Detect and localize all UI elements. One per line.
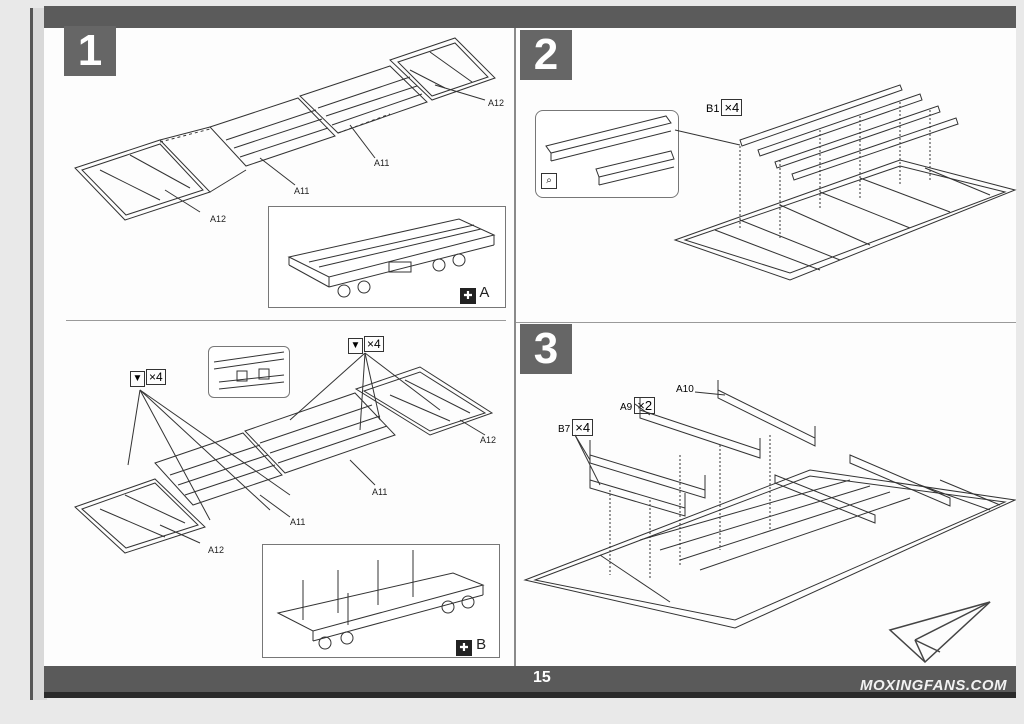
frame-section-left — [209, 97, 336, 167]
rail-4 — [791, 117, 959, 181]
a9-part-label: A9 — [620, 402, 633, 413]
frame-end-piece-right — [389, 37, 496, 101]
variant-a-marker: ✚ A — [460, 284, 489, 304]
magnifier-icon: ⌕ — [541, 173, 557, 189]
step1-top-frame-diagram: A12 A11 A11 A12 — [74, 37, 504, 224]
step-number-2: 2 — [520, 30, 572, 80]
b-frame-section-right — [244, 392, 396, 474]
glue-callout-right: ▼×4 — [348, 336, 384, 354]
rail-1 — [739, 84, 903, 147]
assembly-option-icon: ✚ — [456, 640, 472, 656]
variant-b-letter: B — [476, 636, 487, 653]
step-number-3: 3 — [520, 324, 572, 374]
step3-diagram — [523, 380, 1016, 629]
rail-3 — [774, 105, 941, 169]
page-number: 15 — [533, 669, 551, 686]
b-frame-end-left — [74, 478, 206, 554]
b1-profile-drawing — [545, 115, 675, 186]
a9-bracket — [639, 409, 761, 459]
variant-b-marker: ✚ B — [456, 636, 486, 656]
glue-multiplier-right: ×4 — [364, 336, 384, 352]
b-label-a12-left: A12 — [208, 545, 224, 555]
glue-callout-left: ▼×4 — [130, 369, 166, 387]
label-a12-right: A12 — [488, 98, 504, 108]
booklet-spine-edge — [30, 8, 47, 700]
a9-multiplier: ×2 — [634, 397, 656, 414]
frame-section-right — [299, 65, 428, 134]
assembly-option-icon: ✚ — [460, 288, 476, 304]
bottom-edge-shadow — [44, 692, 1016, 698]
vertical-divider — [514, 28, 516, 666]
b7-part-label: B7 — [558, 424, 571, 435]
b-label-a12-right: A12 — [480, 435, 496, 445]
b-label-a11-left: A11 — [290, 517, 305, 527]
paper-plane-logo-icon — [888, 601, 991, 664]
glue-multiplier-left: ×4 — [146, 369, 166, 385]
glue-icon: ▼ — [348, 338, 363, 354]
joint-detail-drawing — [213, 351, 285, 390]
variant-a-letter: A — [479, 284, 490, 301]
top-band — [44, 6, 1016, 28]
b1-multiplier: ×4 — [721, 99, 743, 116]
right-horizontal-divider — [516, 322, 1016, 323]
watermark-text: MOXINGFANS.COM — [860, 677, 1008, 694]
frame-end-piece-left — [74, 139, 211, 221]
label-a11-left: A11 — [294, 186, 309, 196]
a9-callout: A9×2 — [620, 397, 656, 414]
a10-part-label: A10 — [676, 384, 694, 395]
label-a12-left: A12 — [210, 214, 226, 224]
b7-bracket-lower — [589, 479, 686, 517]
b1-callout: B1×4 — [706, 99, 743, 116]
b-frame-end-right — [354, 366, 494, 436]
b1-part-label: B1 — [706, 103, 720, 115]
wagon-a-drawing — [287, 218, 496, 298]
b7-callout: B7×4 — [558, 419, 594, 436]
variant-b-inset — [262, 544, 500, 658]
glue-icon: ▼ — [130, 371, 145, 387]
label-a11-right: A11 — [374, 158, 389, 168]
step2-frame — [673, 159, 1017, 281]
a10-callout: A10 — [676, 384, 694, 395]
step3-frame — [523, 469, 1016, 629]
rail-2 — [757, 93, 923, 157]
step1-bottom-frame-diagram: A12 A11 A11 A12 — [74, 352, 496, 555]
joint-detail-inset — [208, 346, 290, 398]
wagon-b-drawing — [276, 550, 485, 650]
bottom-band — [44, 666, 1016, 696]
b7-bracket-upper — [589, 454, 706, 499]
b-label-a11-right: A11 — [372, 487, 387, 497]
step2-diagram — [673, 84, 1017, 281]
a10-bracket — [717, 389, 816, 447]
left-horizontal-divider — [66, 320, 506, 321]
b7-multiplier: ×4 — [572, 419, 594, 436]
step-number-1: 1 — [64, 26, 116, 76]
b1-profile-detail-inset: ⌕ — [535, 110, 679, 198]
b-frame-section-left — [154, 432, 283, 506]
